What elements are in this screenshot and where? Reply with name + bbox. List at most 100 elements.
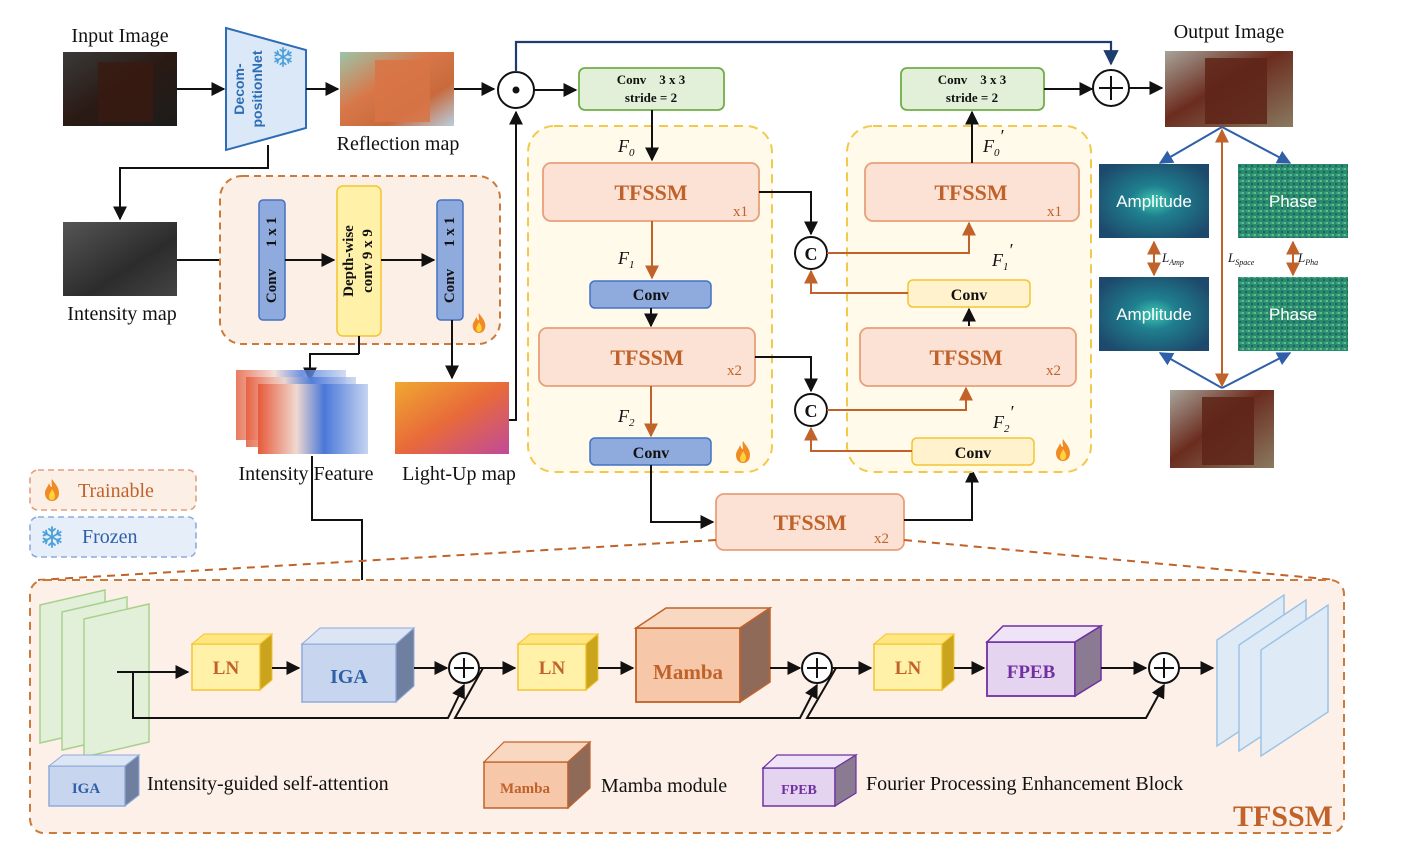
fpeb-block xyxy=(985,624,1104,698)
encoder-tfssm1-label: TFSSM xyxy=(614,180,688,205)
encoder-conv2-label: Conv xyxy=(633,445,669,462)
concat-icon: C xyxy=(794,393,828,427)
fpeb-label: FPEB xyxy=(1007,662,1056,683)
ground-truth-door xyxy=(1202,397,1254,465)
l-amp-label: LAmp xyxy=(1161,250,1184,267)
iga-block xyxy=(300,626,416,704)
legend-trainable-label: Trainable xyxy=(78,480,154,502)
mamba-block xyxy=(633,606,773,704)
legend-iga-box-label: IGA xyxy=(72,781,101,797)
decoder-tfssm2-block xyxy=(859,327,1077,387)
decoder-conv-stride-label-a: Conv 3 x 3 xyxy=(938,72,1007,87)
decoder-f2p-label: F2′ xyxy=(992,402,1015,435)
arrow-dec-conv2-concat2 xyxy=(804,426,912,452)
encoder-conv1-label: Conv xyxy=(633,287,669,304)
phase-top-image xyxy=(1238,164,1348,238)
legend-fpeb-text: Fourier Processing Enhancement Block xyxy=(866,773,1183,795)
lightup-map-label: Light-Up map xyxy=(402,463,516,485)
encoder-tfssm1-mult: x1 xyxy=(733,204,748,220)
bottleneck-tfssm-label: TFSSM xyxy=(773,510,847,535)
decoder-f0p-label: F0′ xyxy=(982,126,1005,159)
illum-conv2-block xyxy=(436,199,464,321)
phase-top-label: Phase xyxy=(1269,192,1317,211)
phase-bottom-label: Phase xyxy=(1269,305,1317,324)
encoder-conv-stride-label-a: Conv 3 x 3 xyxy=(617,72,686,87)
output-feature-stack xyxy=(1216,593,1329,758)
intensity-feature-label: Intensity Feature xyxy=(239,463,374,485)
illum-conv2-label-b: 1 x 1 xyxy=(442,217,458,247)
iga-label: IGA xyxy=(330,666,368,688)
input-image-door xyxy=(98,62,153,122)
decomp-label-1: Decom- xyxy=(231,63,247,115)
mamba-label: Mamba xyxy=(653,660,723,684)
skip-connection-line xyxy=(514,40,1119,72)
arrow-lightup-mult xyxy=(509,110,523,421)
illum-conv2-label-a: Conv xyxy=(442,268,458,303)
arrow-enc-tfssm2-concat xyxy=(755,356,818,393)
illum-dw-label-b: conv 9 x 9 xyxy=(360,229,376,293)
feature-layer-3 xyxy=(258,384,368,454)
legend-trainable-box xyxy=(29,469,197,511)
decoder-tfssm1-mult: x1 xyxy=(1047,204,1062,220)
residual-3 xyxy=(805,667,1165,719)
intensity-map-label: Intensity map xyxy=(67,303,176,325)
amplitude-bottom-label: Amplitude xyxy=(1116,305,1192,324)
concat-icon: C xyxy=(794,236,828,270)
plus-circle-icon xyxy=(1092,69,1130,107)
encoder-f1-label: F1 xyxy=(617,248,635,271)
ln3-block xyxy=(872,632,956,692)
encoder-tfssm2-mult: x2 xyxy=(727,363,742,379)
legend-frozen-label: Frozen xyxy=(82,526,138,548)
zoom-line-left xyxy=(37,539,717,581)
encoder-f0-label: F0 xyxy=(617,136,635,159)
legend-fpeb-cube xyxy=(761,753,859,808)
decomposition-net: Decom- positionNet xyxy=(225,26,307,152)
decoder-conv-stride-label-b: stride = 2 xyxy=(946,90,998,105)
l-space-label: LSpace xyxy=(1227,250,1255,267)
l-pha-label: LPha xyxy=(1297,250,1318,267)
illum-dw-label-a: Depth-wise xyxy=(341,225,357,297)
ln3-label: LN xyxy=(895,658,922,679)
arrow-feature-iga xyxy=(311,456,369,636)
amplitude-top-image xyxy=(1099,164,1209,238)
encoder-tfssm2-label: TFSSM xyxy=(610,345,684,370)
arrow-bottleneck-decoder xyxy=(904,468,979,521)
concat-2-label: C xyxy=(805,401,818,421)
bottleneck-tfssm-block xyxy=(715,493,905,551)
legend-fpeb-box-label: FPEB xyxy=(781,783,817,798)
tfssm-detail-title: TFSSM xyxy=(1233,800,1333,833)
intensity-map-image xyxy=(63,222,177,296)
ln2-block xyxy=(516,632,600,692)
arrow-enc-tfssm1-concat xyxy=(759,191,818,236)
phase-bottom-image xyxy=(1238,277,1348,351)
legend-mamba-box-label: Mamba xyxy=(500,781,550,797)
multiply-dot-icon xyxy=(497,71,535,109)
decoder-tfssm1-label: TFSSM xyxy=(934,180,1008,205)
legend-iga-text: Intensity-guided self-attention xyxy=(147,773,389,795)
ln2-label: LN xyxy=(539,658,566,679)
legend-frozen-box xyxy=(29,516,197,558)
input-image-label: Input Image xyxy=(71,25,168,47)
arrow-gt-phase xyxy=(1221,352,1292,389)
ln1-block xyxy=(190,632,274,692)
decoder-tfssm2-label: TFSSM xyxy=(929,345,1003,370)
decomp-label-2: positionNet xyxy=(249,50,265,127)
arrow-gt-amp xyxy=(1158,352,1223,389)
decoder-conv1-label: Conv xyxy=(951,287,987,304)
plus-circle-icon xyxy=(1148,652,1180,684)
legend-iga-cube xyxy=(47,753,141,808)
arrow-out-phase xyxy=(1221,126,1292,164)
arrow-conv2-bottleneck xyxy=(650,465,715,529)
bottleneck-tfssm-mult: x2 xyxy=(874,531,889,547)
zoom-line-right xyxy=(903,539,1337,581)
decoder-tfssm2-mult: x2 xyxy=(1046,363,1061,379)
legend-mamba-cube xyxy=(482,740,592,810)
lightup-map-image xyxy=(395,382,509,454)
illum-conv1-label-b: 1 x 1 xyxy=(264,217,280,247)
output-image-label: Output Image xyxy=(1174,21,1285,43)
decoder-f1p-label: F1′ xyxy=(991,240,1014,273)
output-door xyxy=(1205,58,1267,124)
arrow-out-amp xyxy=(1158,126,1223,164)
residual-2 xyxy=(453,667,818,719)
